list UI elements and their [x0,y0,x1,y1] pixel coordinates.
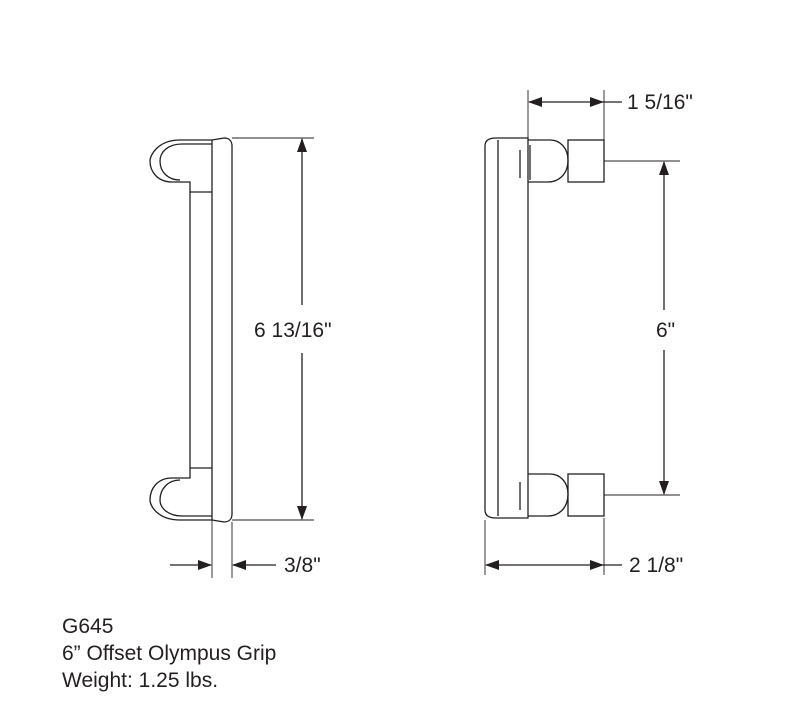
bar-diameter-label: 3/8" [284,554,321,577]
product-weight: Weight: 1.25 lbs. [62,669,219,692]
model-number: G645 [62,615,114,638]
side-view-grip [484,90,680,575]
front-view-grip [149,137,314,578]
product-name: 6” Offset Olympus Grip [62,642,277,665]
overall-length-label: 6 13/16" [254,319,332,342]
projection-label: 2 1/8" [629,554,683,577]
center-to-center-label: 6" [656,319,675,342]
post-width-label: 1 5/16" [627,91,693,114]
